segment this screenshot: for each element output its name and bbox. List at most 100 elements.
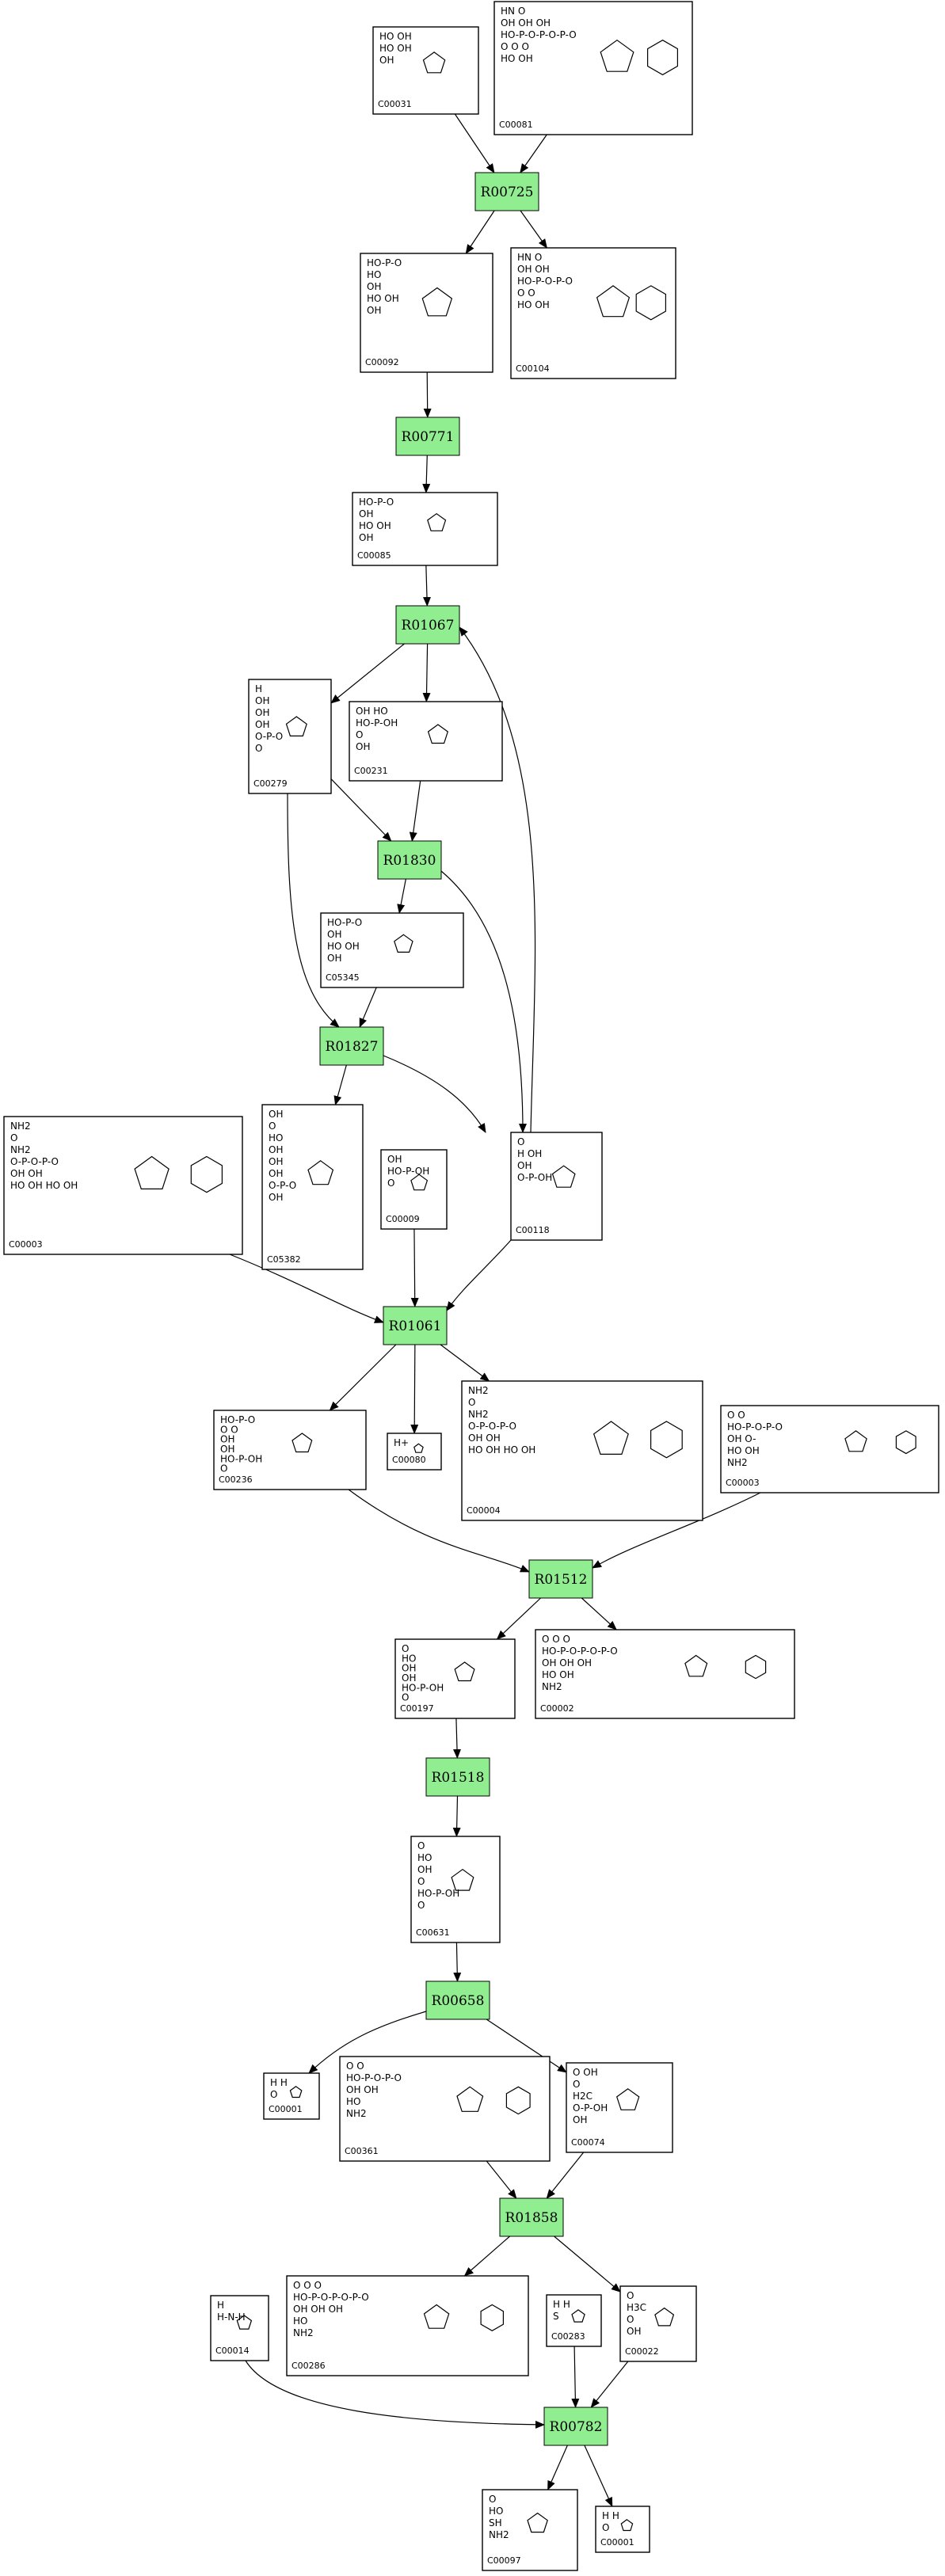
compound-box[interactable] [510,247,676,379]
compound-box[interactable] [360,253,493,373]
edge-r10-to-c26 [554,2235,621,2293]
reaction-box[interactable] [383,1306,448,1345]
compound-box[interactable] [493,1,693,135]
structure-label: HO OH HO OH [10,1180,78,1191]
reaction-box[interactable] [395,417,460,456]
structure-label: OH [627,2326,641,2337]
reaction-box[interactable] [425,1757,490,1797]
structure-label: HO [367,269,381,280]
reaction-r01061[interactable]: R01061 [383,1306,448,1345]
structure-label: HO-P-O-P-O [727,1421,783,1433]
reaction-box[interactable] [474,172,539,211]
edge-c13-to-r7 [348,1489,530,1573]
edge-r7-to-c18 [581,1597,617,1630]
edge-c3-to-r2 [423,371,432,418]
compound-box[interactable] [286,2275,529,2376]
reaction-r01830[interactable]: R01830 [377,840,442,880]
reaction-r01067[interactable]: R01067 [395,605,460,645]
compound-id: C00009 [386,1214,420,1224]
structure-ring [745,1654,767,1680]
edge-c16-to-r7 [592,1492,761,1569]
compound-id: C00001 [269,2104,303,2114]
compound-box[interactable] [213,1410,367,1490]
compound-box[interactable] [339,2056,551,2162]
compound-box[interactable] [261,1104,364,1270]
compound-box[interactable] [320,912,464,988]
reaction-r00725[interactable]: R00725 [474,172,539,211]
structure-label: HO OH [542,1669,574,1680]
compound-box[interactable] [535,1629,795,1719]
structure-label: OH [255,695,269,706]
structure-label: HO-P-O-P-O [346,2072,402,2083]
structure-label: HO-P-OH [387,1166,429,1177]
structure-label: O-P-O [269,1180,296,1191]
compound-box[interactable] [394,1638,516,1719]
structure-label: HO-P-O-P-O-P-O [501,29,577,40]
compound-box[interactable] [566,2062,673,2153]
reaction-box[interactable] [528,1559,593,1599]
structure-label: O [627,2290,634,2301]
structure-label: O [573,2079,580,2090]
compound-box[interactable] [349,701,503,782]
reaction-box[interactable] [425,1981,490,2020]
compound-box[interactable] [352,492,498,566]
structure-ring [427,724,449,744]
reaction-r01518[interactable]: R01518 [425,1757,490,1797]
compound-id: C00085 [357,550,391,561]
reaction-r00658[interactable]: R00658 [425,1981,490,2020]
structure-label: O [417,1900,425,1911]
compound-box[interactable] [461,1380,703,1521]
compound-box[interactable] [263,2072,320,2120]
reaction-box[interactable] [319,1026,384,1066]
structure-ring [451,1868,474,1891]
compound-c00080[interactable]: H+C00080 [387,1433,442,1471]
reaction-box[interactable] [377,840,442,880]
compound-box[interactable] [3,1116,243,1255]
reaction-r01858[interactable]: R01858 [499,2197,564,2237]
compound-box[interactable] [720,1405,939,1493]
structure-label: OH OH OH [501,17,551,29]
reaction-box[interactable] [499,2197,564,2237]
edge-r11-to-c27 [547,2445,568,2490]
compound-box[interactable] [372,26,479,115]
compound-box[interactable] [387,1433,442,1471]
reaction-r01827[interactable]: R01827 [319,1026,384,1066]
compound-box[interactable] [482,2489,578,2571]
structure-label: OH [327,929,341,940]
structure-label: O-P-OH [517,1172,552,1183]
reaction-r01512[interactable]: R01512 [528,1559,593,1599]
reaction-r00771[interactable]: R00771 [395,417,460,456]
structure-label: OH [220,1434,234,1445]
reaction-box[interactable] [395,605,460,645]
structure-label: OH [379,55,394,66]
reaction-r00782[interactable]: R00782 [543,2407,608,2446]
reaction-box[interactable] [543,2407,608,2446]
